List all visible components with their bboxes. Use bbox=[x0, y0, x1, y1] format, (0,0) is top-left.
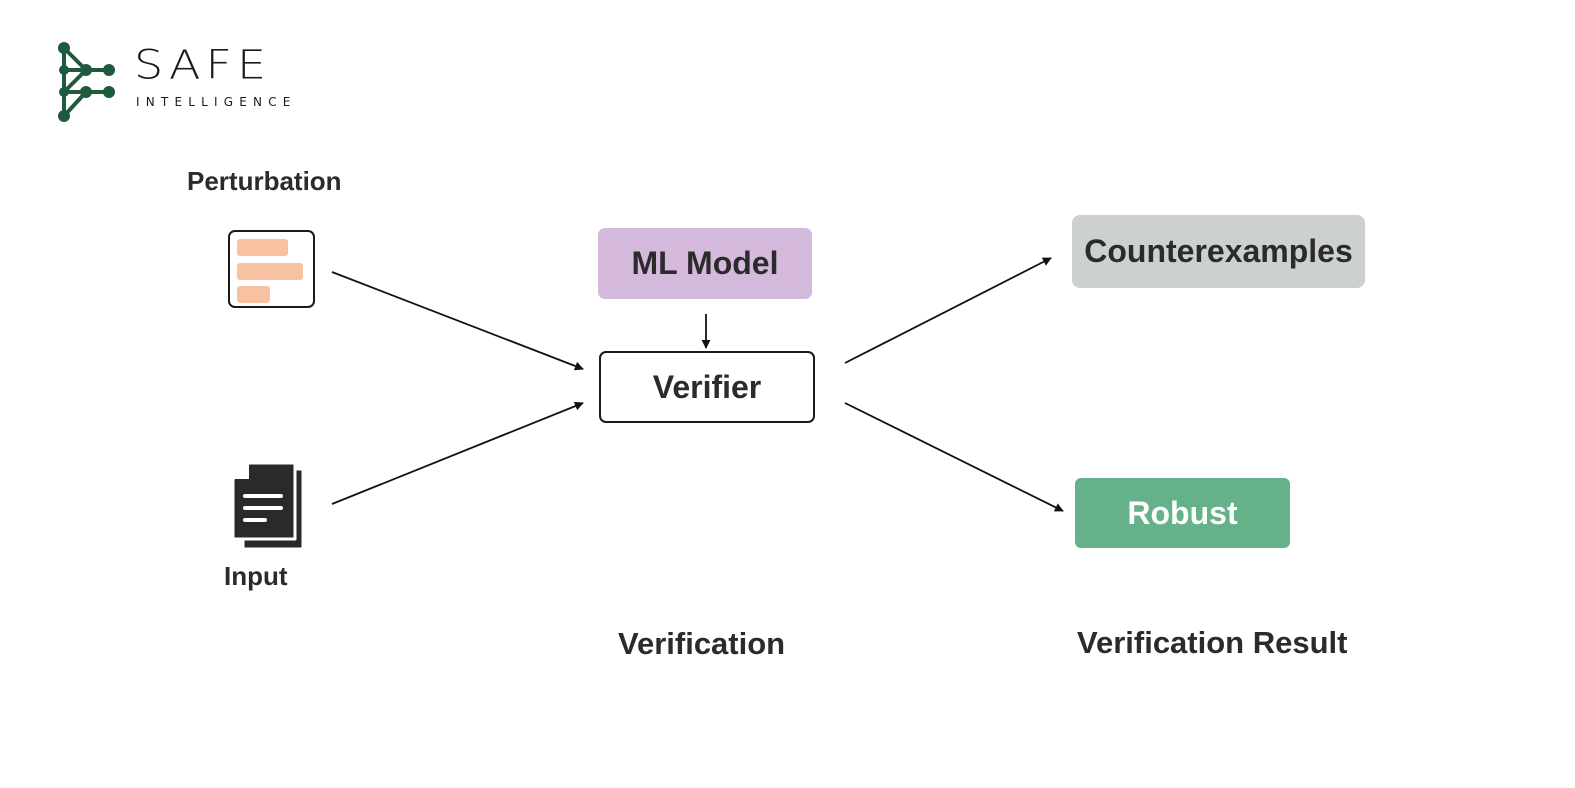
document-stack-icon bbox=[231, 461, 305, 551]
robust-box: Robust bbox=[1075, 478, 1290, 548]
perturbation-bars-icon bbox=[228, 230, 315, 308]
network-node-logo-icon bbox=[58, 42, 115, 122]
arrow-verifier-to-robust bbox=[844, 402, 1064, 512]
perturbation-bar bbox=[237, 239, 288, 256]
verification-caption: Verification bbox=[618, 626, 786, 661]
ml-model-box: ML Model bbox=[598, 228, 812, 299]
brand-tagline: INTELLIGENCE bbox=[136, 95, 297, 109]
arrow-perturbation-to-verifier bbox=[331, 271, 584, 371]
perturbation-bar bbox=[237, 263, 303, 280]
verification-result-caption: Verification Result bbox=[1077, 625, 1348, 660]
counterexamples-box: Counterexamples bbox=[1072, 215, 1365, 288]
verifier-box: Verifier bbox=[599, 351, 815, 423]
brand-name: SAFE bbox=[134, 40, 272, 88]
perturbation-label: Perturbation bbox=[187, 166, 342, 196]
arrow-input-to-verifier bbox=[331, 401, 584, 505]
arrow-verifier-to-counterexamples bbox=[844, 257, 1052, 364]
input-label: Input bbox=[224, 561, 288, 591]
perturbation-bar bbox=[237, 286, 270, 303]
